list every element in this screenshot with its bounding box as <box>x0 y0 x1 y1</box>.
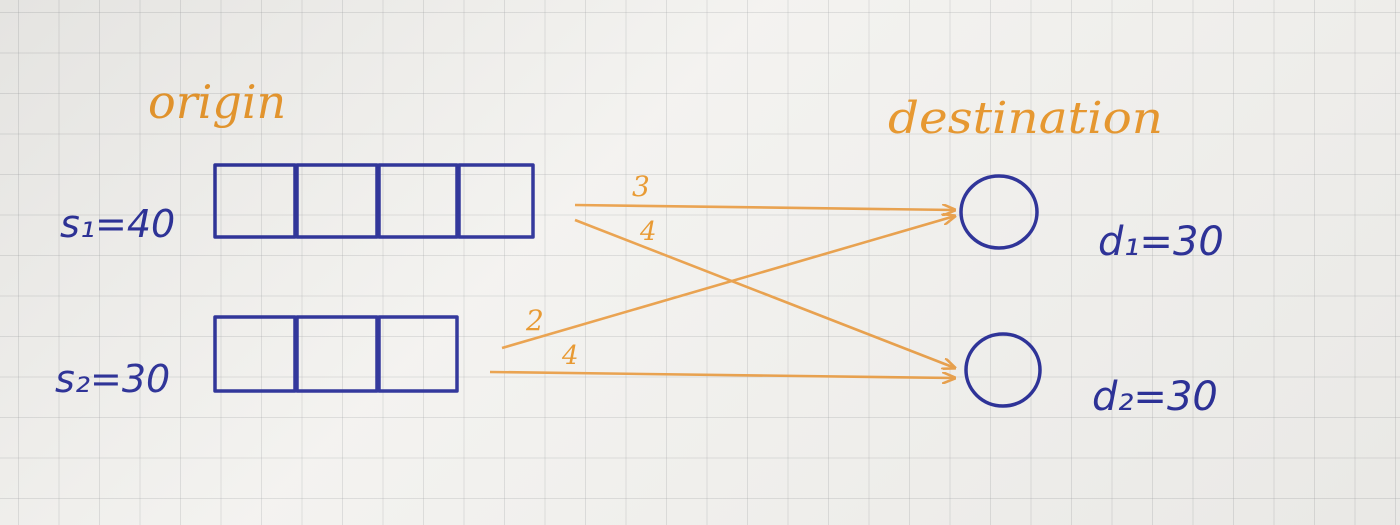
origin-1-box <box>295 163 379 239</box>
cost-label-s2-d1: 2 <box>525 304 544 337</box>
origin-2-boxes <box>213 315 459 393</box>
supply-label-1: s₁=40 <box>60 202 175 246</box>
origin-heading: origin <box>148 75 286 129</box>
cost-label-s1-d2: 4 <box>639 217 657 247</box>
origin-2-box <box>213 315 297 393</box>
arc-s1-d2 <box>574 218 955 368</box>
destination-node-2 <box>964 332 1042 408</box>
cost-label-s1-d1: 3 <box>632 170 650 203</box>
destination-node-1 <box>959 174 1039 250</box>
arc-s2-d1 <box>501 216 955 350</box>
origin-1-boxes <box>213 163 535 239</box>
origin-1-box <box>213 163 297 239</box>
origin-2-box <box>377 315 459 393</box>
origin-1-box <box>377 163 459 239</box>
supply-label-2: s₂=30 <box>55 357 170 401</box>
demand-label-1: d₁=30 <box>1098 219 1224 265</box>
destination-heading: destination <box>888 93 1163 144</box>
demand-label-2: d₂=30 <box>1092 374 1218 420</box>
origin-2-box <box>295 315 379 393</box>
arc-s2-d2 <box>489 370 955 378</box>
cost-label-s2-d2: 4 <box>561 341 579 371</box>
arc-s1-d1 <box>574 203 955 210</box>
origin-1-box <box>457 163 535 239</box>
